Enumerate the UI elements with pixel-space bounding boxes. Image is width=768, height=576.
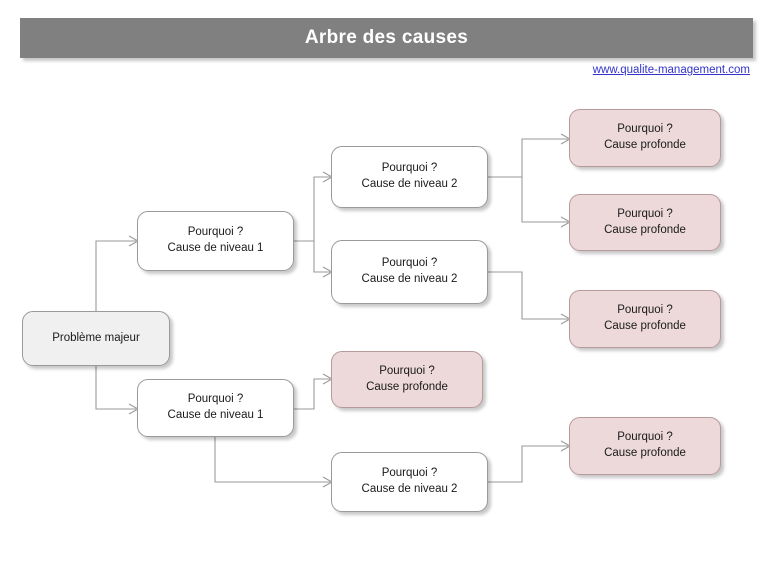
node-label-line2: Cause profonde <box>604 223 686 236</box>
node-label-line1: Pourquoi ? <box>617 123 673 136</box>
node-label-line1: Pourquoi ? <box>381 162 438 175</box>
node-label-line1: Pourquoi ? <box>187 226 244 239</box>
edge-n1bottom-to-n2c <box>214 437 330 483</box>
node-cause-niveau2-b[interactable]: Pourquoi ? Cause de niveau 2 <box>331 240 488 304</box>
page-title: Arbre des causes <box>304 27 469 48</box>
node-cause-niveau2-c[interactable]: Pourquoi ? Cause de niveau 2 <box>331 452 488 512</box>
node-cause-niveau2-a[interactable]: Pourquoi ? Cause de niveau 2 <box>331 146 488 208</box>
page-title-bar: Arbre des causes <box>20 18 753 58</box>
source-website-link[interactable]: www.qualite-management.com <box>592 64 750 76</box>
node-cause-niveau1-bottom[interactable]: Pourquoi ? Cause de niveau 1 <box>137 379 294 437</box>
node-cause-profonde-3[interactable]: Pourquoi ? Cause profonde <box>569 290 721 348</box>
node-label-line2: Cause de niveau 2 <box>361 483 458 495</box>
node-label-line2: Cause de niveau 1 <box>167 242 264 254</box>
node-cause-niveau1-top[interactable]: Pourquoi ? Cause de niveau 1 <box>137 211 294 271</box>
edge-n1top-to-n2a <box>313 176 330 241</box>
edge-n2a-to-deep1 <box>521 138 568 177</box>
node-label-line1: Pourquoi ? <box>617 304 673 317</box>
node-label-line1: Pourquoi ? <box>187 393 244 406</box>
node-cause-profonde-2[interactable]: Pourquoi ? Cause profonde <box>569 194 721 251</box>
edge-n2a-to-deep2 <box>521 177 568 223</box>
edge-n2b-to-deep3 <box>488 271 568 320</box>
node-label-line1: Problème majeur <box>52 331 140 344</box>
node-label-line1: Pourquoi ? <box>381 467 438 480</box>
node-cause-profonde-1[interactable]: Pourquoi ? Cause profonde <box>569 109 721 167</box>
edge-n2c-to-deep5 <box>488 445 568 483</box>
edge-root-to-n1-bottom <box>95 366 136 410</box>
node-label-line1: Pourquoi ? <box>617 207 673 220</box>
node-label-line2: Cause de niveau 2 <box>361 273 458 285</box>
edge-n1top-to-n2b <box>313 241 330 273</box>
node-label-line2: Cause profonde <box>366 380 448 393</box>
node-label-line2: Cause de niveau 1 <box>167 409 264 421</box>
node-label-line1: Pourquoi ? <box>381 257 438 270</box>
node-label-line2: Cause de niveau 2 <box>361 178 458 190</box>
node-label-line1: Pourquoi ? <box>379 364 435 377</box>
edge-root-to-n1-top <box>95 240 136 311</box>
node-label-line2: Cause profonde <box>604 139 686 151</box>
node-probleme-majeur[interactable]: Problème majeur <box>22 311 170 366</box>
node-label-line1: Pourquoi ? <box>617 431 673 444</box>
edge-n1bottom-to-deep4 <box>294 378 330 410</box>
node-cause-profonde-5[interactable]: Pourquoi ? Cause profonde <box>569 417 721 475</box>
node-cause-profonde-4[interactable]: Pourquoi ? Cause profonde <box>331 351 483 408</box>
node-label-line2: Cause profonde <box>604 447 686 459</box>
node-label-line2: Cause profonde <box>604 320 686 332</box>
